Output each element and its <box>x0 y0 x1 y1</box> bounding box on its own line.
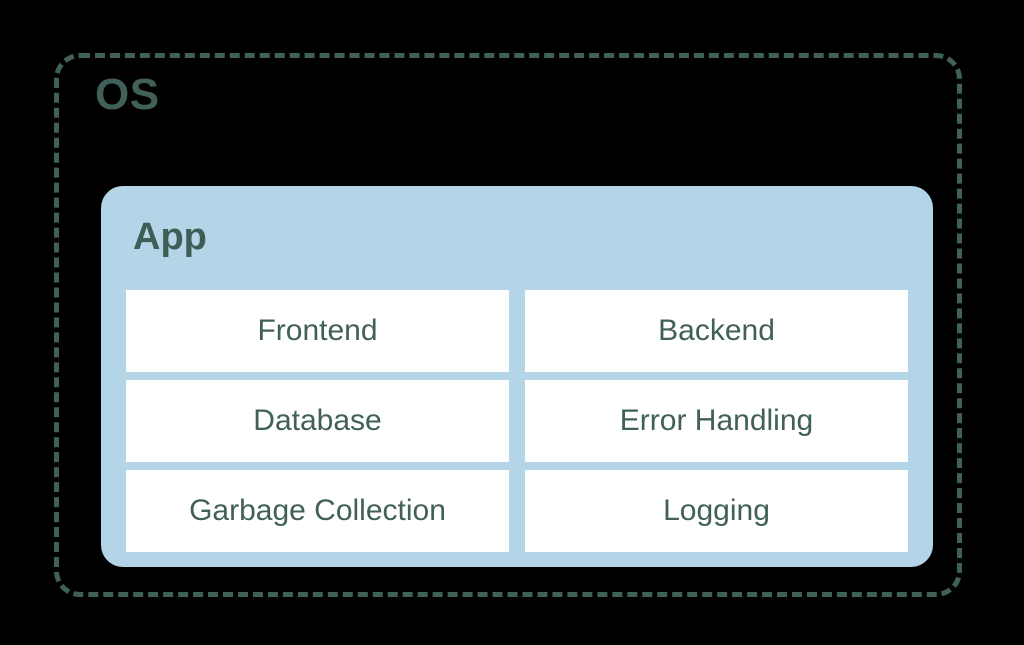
component-label: Logging <box>663 494 770 527</box>
app-title: App <box>133 216 207 258</box>
component-label: Garbage Collection <box>189 494 446 527</box>
os-title: OS <box>95 70 160 119</box>
component-cell-error-handling[interactable]: Error Handling <box>525 380 908 462</box>
component-label: Backend <box>658 314 775 347</box>
app-container: App Frontend Backend Database Error Hand… <box>101 186 933 567</box>
component-cell-logging[interactable]: Logging <box>525 470 908 552</box>
component-label: Database <box>253 404 382 437</box>
component-cell-frontend[interactable]: Frontend <box>126 290 509 372</box>
component-cell-garbage-collection[interactable]: Garbage Collection <box>126 470 509 552</box>
os-container: OS App Frontend Backend Database Error H… <box>54 53 962 597</box>
component-label: Frontend <box>257 314 378 347</box>
component-cell-database[interactable]: Database <box>126 380 509 462</box>
component-cell-backend[interactable]: Backend <box>525 290 908 372</box>
component-label: Error Handling <box>619 404 814 437</box>
component-grid: Frontend Backend Database Error Handling… <box>126 290 908 552</box>
